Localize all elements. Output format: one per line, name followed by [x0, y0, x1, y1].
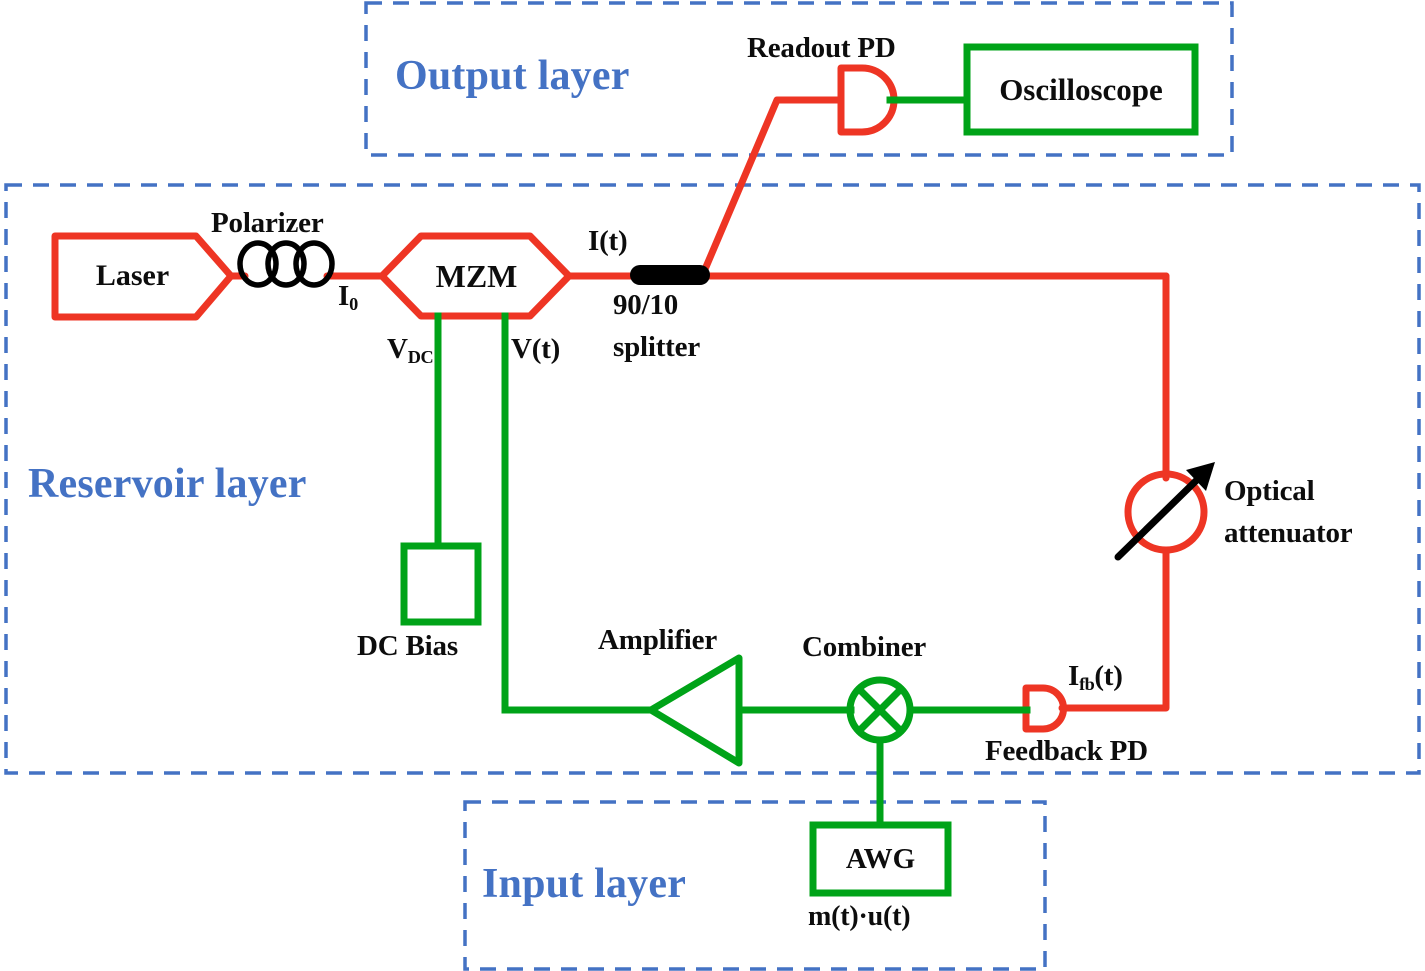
signal-it-label: I(t): [588, 225, 628, 257]
splitter-label-line1: 90/10: [613, 289, 679, 321]
readout-pd-shape: [837, 64, 898, 136]
input-layer-title: Input layer: [482, 861, 687, 907]
awg-signal-dot: ·: [858, 901, 868, 932]
signal-vt-label: V(t): [511, 333, 561, 365]
optical-link-tap-readout: [699, 96, 842, 278]
signal-vdc-sub: DC: [407, 346, 434, 367]
signal-i0-base: I: [338, 280, 350, 312]
reservoir-layer-border: [4, 183, 1421, 775]
oscilloscope-shape: [963, 43, 1199, 136]
feedback-pd-label: Feedback PD: [985, 735, 1148, 767]
awg-output-signal-label: m(t)·u(t): [808, 901, 911, 932]
reservoir-layer-title: Reservoir layer: [28, 461, 307, 507]
signal-i0-label: I0: [338, 280, 358, 314]
awg-signal-u: u(t): [867, 901, 911, 932]
output-layer-title: Output layer: [395, 53, 630, 99]
signal-ifb-label: Ifb(t): [1068, 660, 1123, 694]
signal-vdc-base: V: [387, 333, 408, 365]
combiner-x-stroke-2: [854, 684, 906, 736]
optical-link-attenuator-feedbackpd: [1058, 546, 1170, 712]
splitter-label-line2: splitter: [613, 331, 700, 363]
readout-pd-label: Readout PD: [747, 32, 896, 64]
signal-ifb-sub: fb: [1079, 673, 1095, 694]
dc-bias-shape: [400, 542, 482, 626]
feedback-pd-shape: [1022, 684, 1067, 733]
polarizer-shape: [237, 240, 335, 288]
laser-shape: [51, 232, 235, 321]
amplifier-shape: [647, 654, 743, 767]
signal-ifb-base: I: [1068, 660, 1080, 692]
signal-ifb-tail: (t): [1094, 660, 1123, 692]
signal-vdc-label: VDC: [387, 333, 434, 367]
combiner-label: Combiner: [802, 631, 927, 663]
output-layer-border: [364, 1, 1234, 157]
oscilloscope-label: Oscilloscope: [999, 72, 1163, 107]
optical-attenuator-label-line2: attenuator: [1224, 517, 1353, 549]
mzm-label: MZM: [435, 257, 518, 294]
polarizer-label: Polarizer: [211, 207, 324, 239]
awg-signal-m: m(t): [808, 901, 859, 932]
attenuator-arrow-icon: [1114, 462, 1215, 561]
optical-attenuator-label-line1: Optical: [1224, 475, 1315, 507]
awg-shape: [809, 821, 952, 897]
laser-label: Laser: [95, 259, 170, 292]
elec-link-mzm-amplifier: [501, 312, 655, 714]
amplifier-label: Amplifier: [598, 624, 718, 656]
dc-bias-label: DC Bias: [357, 630, 458, 662]
input-layer-border: [463, 800, 1047, 971]
awg-label: AWG: [845, 842, 916, 875]
signal-i0-sub: 0: [349, 293, 358, 314]
